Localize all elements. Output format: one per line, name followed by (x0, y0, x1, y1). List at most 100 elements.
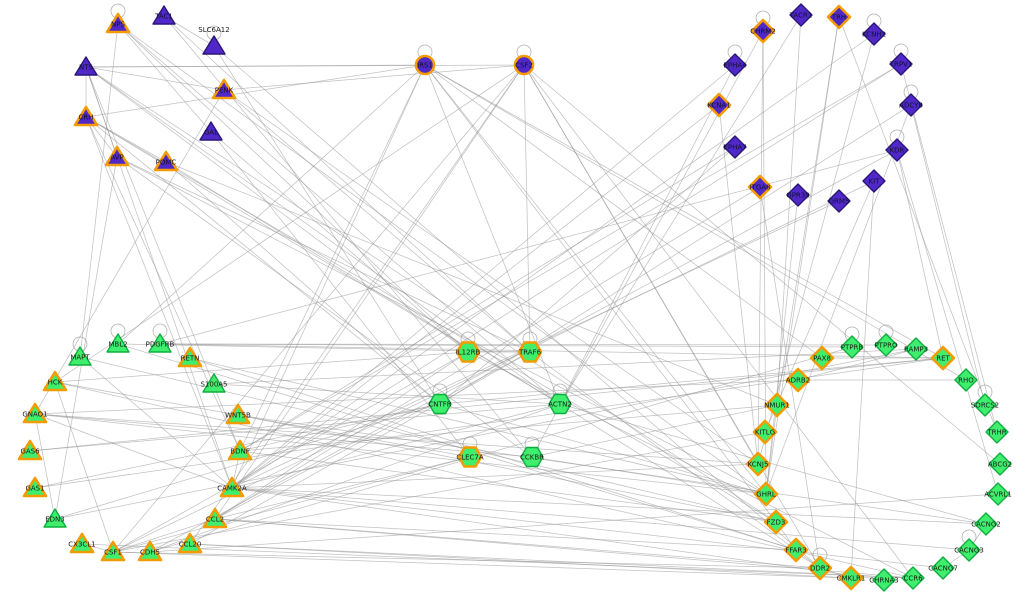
node-CDH5[interactable] (137, 540, 163, 562)
node-CHRM2[interactable] (750, 18, 776, 44)
node-GAS1[interactable] (22, 476, 48, 498)
node-GRM5[interactable] (827, 189, 851, 213)
edge-CRH-FZD3 (85, 116, 777, 523)
node-CCR6[interactable] (901, 566, 925, 590)
edge-CSF2-HCK (54, 64, 525, 383)
edge-TRAF6-DDR2 (529, 351, 821, 569)
node-KDR[interactable] (885, 138, 909, 162)
node-NPS[interactable] (105, 12, 131, 34)
edge-KDR-RET (896, 149, 944, 359)
edges-layer (29, 14, 1001, 581)
node-ABCG2[interactable] (988, 452, 1012, 476)
node-PTPRB[interactable] (840, 335, 864, 359)
node-TRAF6[interactable] (517, 341, 543, 363)
node-CACNG7[interactable] (931, 556, 955, 580)
node-CNTFR[interactable] (428, 393, 452, 415)
node-CMKLR1[interactable] (838, 565, 864, 591)
node-TACR1[interactable] (789, 3, 813, 27)
node-CSF2[interactable] (513, 54, 535, 76)
node-SORCS2[interactable] (973, 393, 997, 417)
edge-NTS-PENK (85, 66, 225, 91)
edge-GAS6-ACTN2 (29, 403, 561, 452)
node-TRHR[interactable] (985, 420, 1009, 444)
node-TRH[interactable] (826, 4, 852, 30)
edge-IRS1-BDNF (239, 64, 426, 452)
edge-ADCY8-SORCS2 (910, 104, 986, 406)
node-POMC[interactable] (153, 150, 179, 172)
node-DDR2[interactable] (807, 555, 833, 581)
node-AVP[interactable] (104, 145, 130, 167)
node-CACNG3[interactable] (957, 538, 981, 562)
node-CAMK2A[interactable] (219, 476, 245, 498)
node-ADRB2[interactable] (785, 367, 811, 393)
node-CCL2[interactable] (202, 507, 228, 529)
node-MBL2[interactable] (106, 333, 130, 353)
edge-TAC1-TRAF6 (163, 15, 531, 353)
edge-CSF2-DDR2 (523, 64, 821, 569)
node-EPHA4[interactable] (723, 53, 747, 77)
node-EDN3[interactable] (43, 508, 67, 528)
edge-TACR1-NMUR1 (776, 14, 802, 406)
node-TAC1[interactable] (152, 5, 176, 25)
node-GPR39[interactable] (786, 183, 810, 207)
edge-MAPT-FZD3 (79, 356, 777, 523)
node-RETN[interactable] (177, 346, 203, 368)
node-ACTN2[interactable] (548, 393, 572, 415)
node-TRPV1[interactable] (889, 52, 913, 76)
edge-S100A5-RAMP3 (213, 348, 917, 385)
node-PAX8[interactable] (809, 345, 835, 371)
node-CRH[interactable] (73, 105, 99, 127)
node-RET[interactable] (930, 345, 956, 371)
node-KCNJ5[interactable] (745, 451, 771, 477)
node-KCNH2[interactable] (862, 22, 886, 46)
edge-IL12RB-CCR6 (467, 351, 914, 579)
node-PENK[interactable] (211, 78, 237, 100)
node-ADCY8[interactable] (899, 93, 923, 117)
edge-NMUR1-GHRL (765, 404, 778, 495)
node-KCNA1[interactable] (706, 92, 732, 118)
node-CSF1[interactable] (100, 540, 126, 562)
edge-IRS1-MBL2 (117, 64, 426, 345)
node-CCL20[interactable] (177, 532, 203, 554)
edge-CAMK2A-CHRNA3 (231, 487, 885, 581)
node-CCKBR[interactable] (520, 446, 544, 468)
node-WNT5B[interactable] (225, 403, 251, 425)
node-ACVRL1[interactable] (986, 482, 1010, 506)
node-PDGFRB[interactable] (148, 333, 172, 353)
node-RAMP3[interactable] (904, 337, 928, 361)
edge-CAMK2A-CACNG3 (231, 487, 970, 551)
node-NTS[interactable] (74, 56, 98, 76)
node-IRS1[interactable] (414, 54, 436, 76)
node-GHRL[interactable] (753, 481, 779, 507)
node-HCK[interactable] (42, 370, 68, 392)
node-GNAO1[interactable] (22, 402, 48, 424)
node-FFAR3[interactable] (783, 537, 809, 563)
edge-IRS1-FZD3 (424, 64, 777, 523)
node-NMUR1[interactable] (764, 392, 790, 418)
edge-CSF2-CCR6 (523, 64, 914, 579)
node-GAL[interactable] (199, 121, 223, 141)
node-MAPT[interactable] (68, 346, 92, 366)
node-KIT[interactable] (862, 169, 886, 193)
node-GAS6[interactable] (17, 439, 43, 461)
node-CHRNA3[interactable] (872, 568, 896, 592)
node-FZD3[interactable] (763, 509, 789, 535)
edge-EPHA4-CAMK2A (231, 64, 736, 489)
node-ITGA8[interactable] (747, 174, 773, 200)
node-IL12RB[interactable] (455, 341, 481, 363)
node-S100A5[interactable] (202, 373, 226, 393)
node-CLEC7A[interactable] (457, 446, 483, 468)
node-EPHA7[interactable] (723, 135, 747, 159)
node-PTPRO[interactable] (874, 333, 898, 357)
edge-IL12RB-HCK (54, 351, 469, 383)
node-KITLG[interactable] (752, 419, 778, 445)
edge-RETN-FFAR3 (189, 357, 797, 551)
node-CACNG2[interactable] (974, 512, 998, 536)
edge-CCL20-CMKLR1 (189, 543, 852, 579)
node-SLC6A12[interactable] (202, 35, 226, 55)
node-RHO[interactable] (954, 368, 978, 392)
node-BDNF[interactable] (227, 439, 253, 461)
edge-TRPV1-TRHR (900, 63, 998, 433)
node-CX3CL1[interactable] (69, 532, 95, 554)
